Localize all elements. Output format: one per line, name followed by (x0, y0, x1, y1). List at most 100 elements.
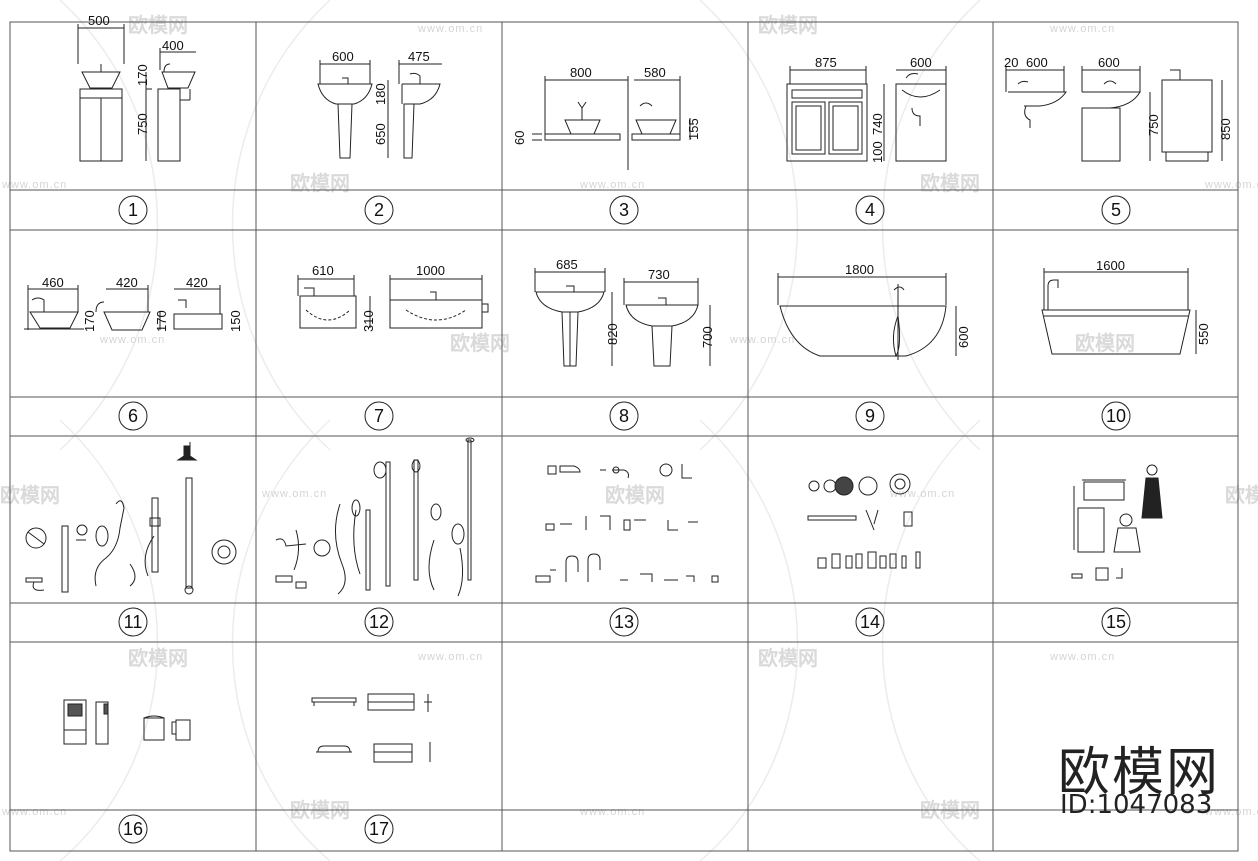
dimension-label: 600 (1026, 55, 1048, 70)
dimension-label: 1800 (845, 262, 874, 277)
watermark-logo: 欧模网 (450, 331, 510, 355)
dimension-label: 1000 (416, 263, 445, 278)
watermark-logo: 欧模网 (1075, 331, 1135, 355)
watermark-url: www.om.cn (889, 488, 955, 500)
cell-number: 8 (619, 406, 629, 426)
dimension-label: 550 (1196, 323, 1211, 345)
watermark-url: www.om.cn (1, 806, 67, 818)
cell-number: 2 (374, 200, 384, 220)
watermark-url: www.om.cn (1049, 651, 1115, 663)
watermark-url: www.om.cn (1, 179, 67, 191)
dimension-label: 400 (162, 38, 184, 53)
cell-8-dimensions: 685 730 820 700 (556, 257, 715, 348)
cell-number: 12 (369, 612, 389, 632)
cell-number-labels: 1 2 3 4 5 6 7 8 9 10 11 12 13 14 15 16 1… (123, 200, 1126, 839)
cell-9-bathtub-drawing (777, 273, 957, 360)
cell-number: 15 (1106, 612, 1126, 632)
dimension-label: 700 (700, 326, 715, 348)
dimension-label: 60 (512, 131, 527, 145)
watermark-logo: 欧模网 (758, 13, 818, 37)
dimension-label: 800 (570, 65, 592, 80)
cell-8-pedestal-basin-drawing (534, 268, 711, 367)
cell-number: 9 (865, 406, 875, 426)
cell-7-wall-basin-drawing (297, 275, 489, 329)
watermark-logo: 欧模网 (605, 483, 665, 507)
dimension-label: 750 (135, 113, 150, 135)
cell-number: 14 (860, 612, 880, 632)
dimension-label: 730 (648, 267, 670, 282)
watermark-logo: 欧模网 (920, 171, 980, 195)
dimension-label: 875 (815, 55, 837, 70)
dimension-label: 740 (870, 113, 885, 135)
dimension-label: 170 (154, 310, 169, 332)
cell-6-dimensions: 460 420 420 170 170 150 (42, 275, 243, 332)
dimension-label: 750 (1146, 114, 1161, 136)
watermark-logo: 欧模网 (290, 171, 350, 195)
dimension-label: 475 (408, 49, 430, 64)
cell-7-dimensions: 610 1000 310 (312, 263, 445, 332)
cell-number: 17 (369, 819, 389, 839)
watermark-url: www.om.cn (261, 488, 327, 500)
cell-4-vanity-cabinet-drawing (786, 66, 947, 162)
dimension-label: 20 (1004, 55, 1018, 70)
dimension-label: 180 (373, 83, 388, 105)
cell-2-dimensions: 600 475 180 650 (332, 49, 430, 145)
cell-5-dimensions: 20 600 600 750 850 (1004, 55, 1233, 140)
dimension-label: 460 (42, 275, 64, 290)
dimension-label: 600 (910, 55, 932, 70)
dimension-label: 600 (956, 326, 971, 348)
dimension-label: 155 (686, 118, 701, 140)
watermark-url: www.om.cn (1204, 806, 1258, 818)
dimension-label: 170 (82, 310, 97, 332)
watermark-url: www.om.cn (1049, 23, 1115, 35)
watermark-url: www.om.cn (99, 334, 165, 346)
watermark-url: www.om.cn (1204, 179, 1258, 191)
cell-15-towels-drawing (1071, 464, 1163, 581)
cell-17-towel-racks-drawing (311, 693, 432, 763)
dimension-label: 850 (1218, 118, 1233, 140)
cell-number: 10 (1106, 406, 1126, 426)
sheet-grid (9, 21, 1239, 852)
cell-12-shower-columns-drawing (275, 437, 475, 597)
watermark-url: www.om.cn (579, 806, 645, 818)
cell-number: 7 (374, 406, 384, 426)
dimension-label: 685 (556, 257, 578, 272)
cell-5-counter-basin-drawing (1005, 66, 1223, 162)
cell-9-dimensions: 1800 600 (845, 262, 971, 348)
cell-number: 5 (1111, 200, 1121, 220)
cell-3-dimensions: 800 580 60 155 (512, 65, 701, 145)
dimension-label: 580 (644, 65, 666, 80)
dimension-label: 650 (373, 123, 388, 145)
watermark-logo: 欧模网 (0, 483, 60, 507)
dimension-label: 310 (361, 310, 376, 332)
cell-10-bathtub-drawing (1041, 268, 1197, 355)
dimension-label: 100 (870, 141, 885, 163)
cell-number: 16 (123, 819, 143, 839)
dimension-label: 610 (312, 263, 334, 278)
cell-1-dimensions: 500 400 170 750 (88, 13, 184, 135)
dimension-label: 420 (116, 275, 138, 290)
cell-10-dimensions: 1600 550 (1096, 258, 1211, 345)
cell-13-faucets-drawing (535, 463, 719, 583)
cell-11-shower-sets-drawing (25, 442, 237, 595)
cell-1-vanity-basin-drawing (77, 24, 196, 162)
watermark-logo: 欧模网 (758, 646, 818, 670)
cell-2-pedestal-basin-drawing (317, 60, 442, 159)
dimension-label: 600 (332, 49, 354, 64)
cell-14-accessories-drawing (807, 473, 921, 569)
cell-number: 3 (619, 200, 629, 220)
cell-number: 11 (124, 612, 143, 632)
cell-3-vessel-basin-drawing (532, 76, 691, 170)
dimension-label: 420 (186, 275, 208, 290)
watermark-url: www.om.cn (729, 334, 795, 346)
cell-number: 6 (128, 406, 138, 426)
watermark-url: www.om.cn (579, 179, 645, 191)
dimension-label: 820 (605, 323, 620, 345)
brand-logo: 欧模网 (1058, 743, 1221, 803)
dimension-label: 1600 (1096, 258, 1125, 273)
watermark-url: www.om.cn (417, 651, 483, 663)
cell-numbers (118, 195, 1131, 844)
dimension-label: 170 (135, 64, 150, 86)
watermark-logo: 欧模网 (1225, 483, 1258, 507)
